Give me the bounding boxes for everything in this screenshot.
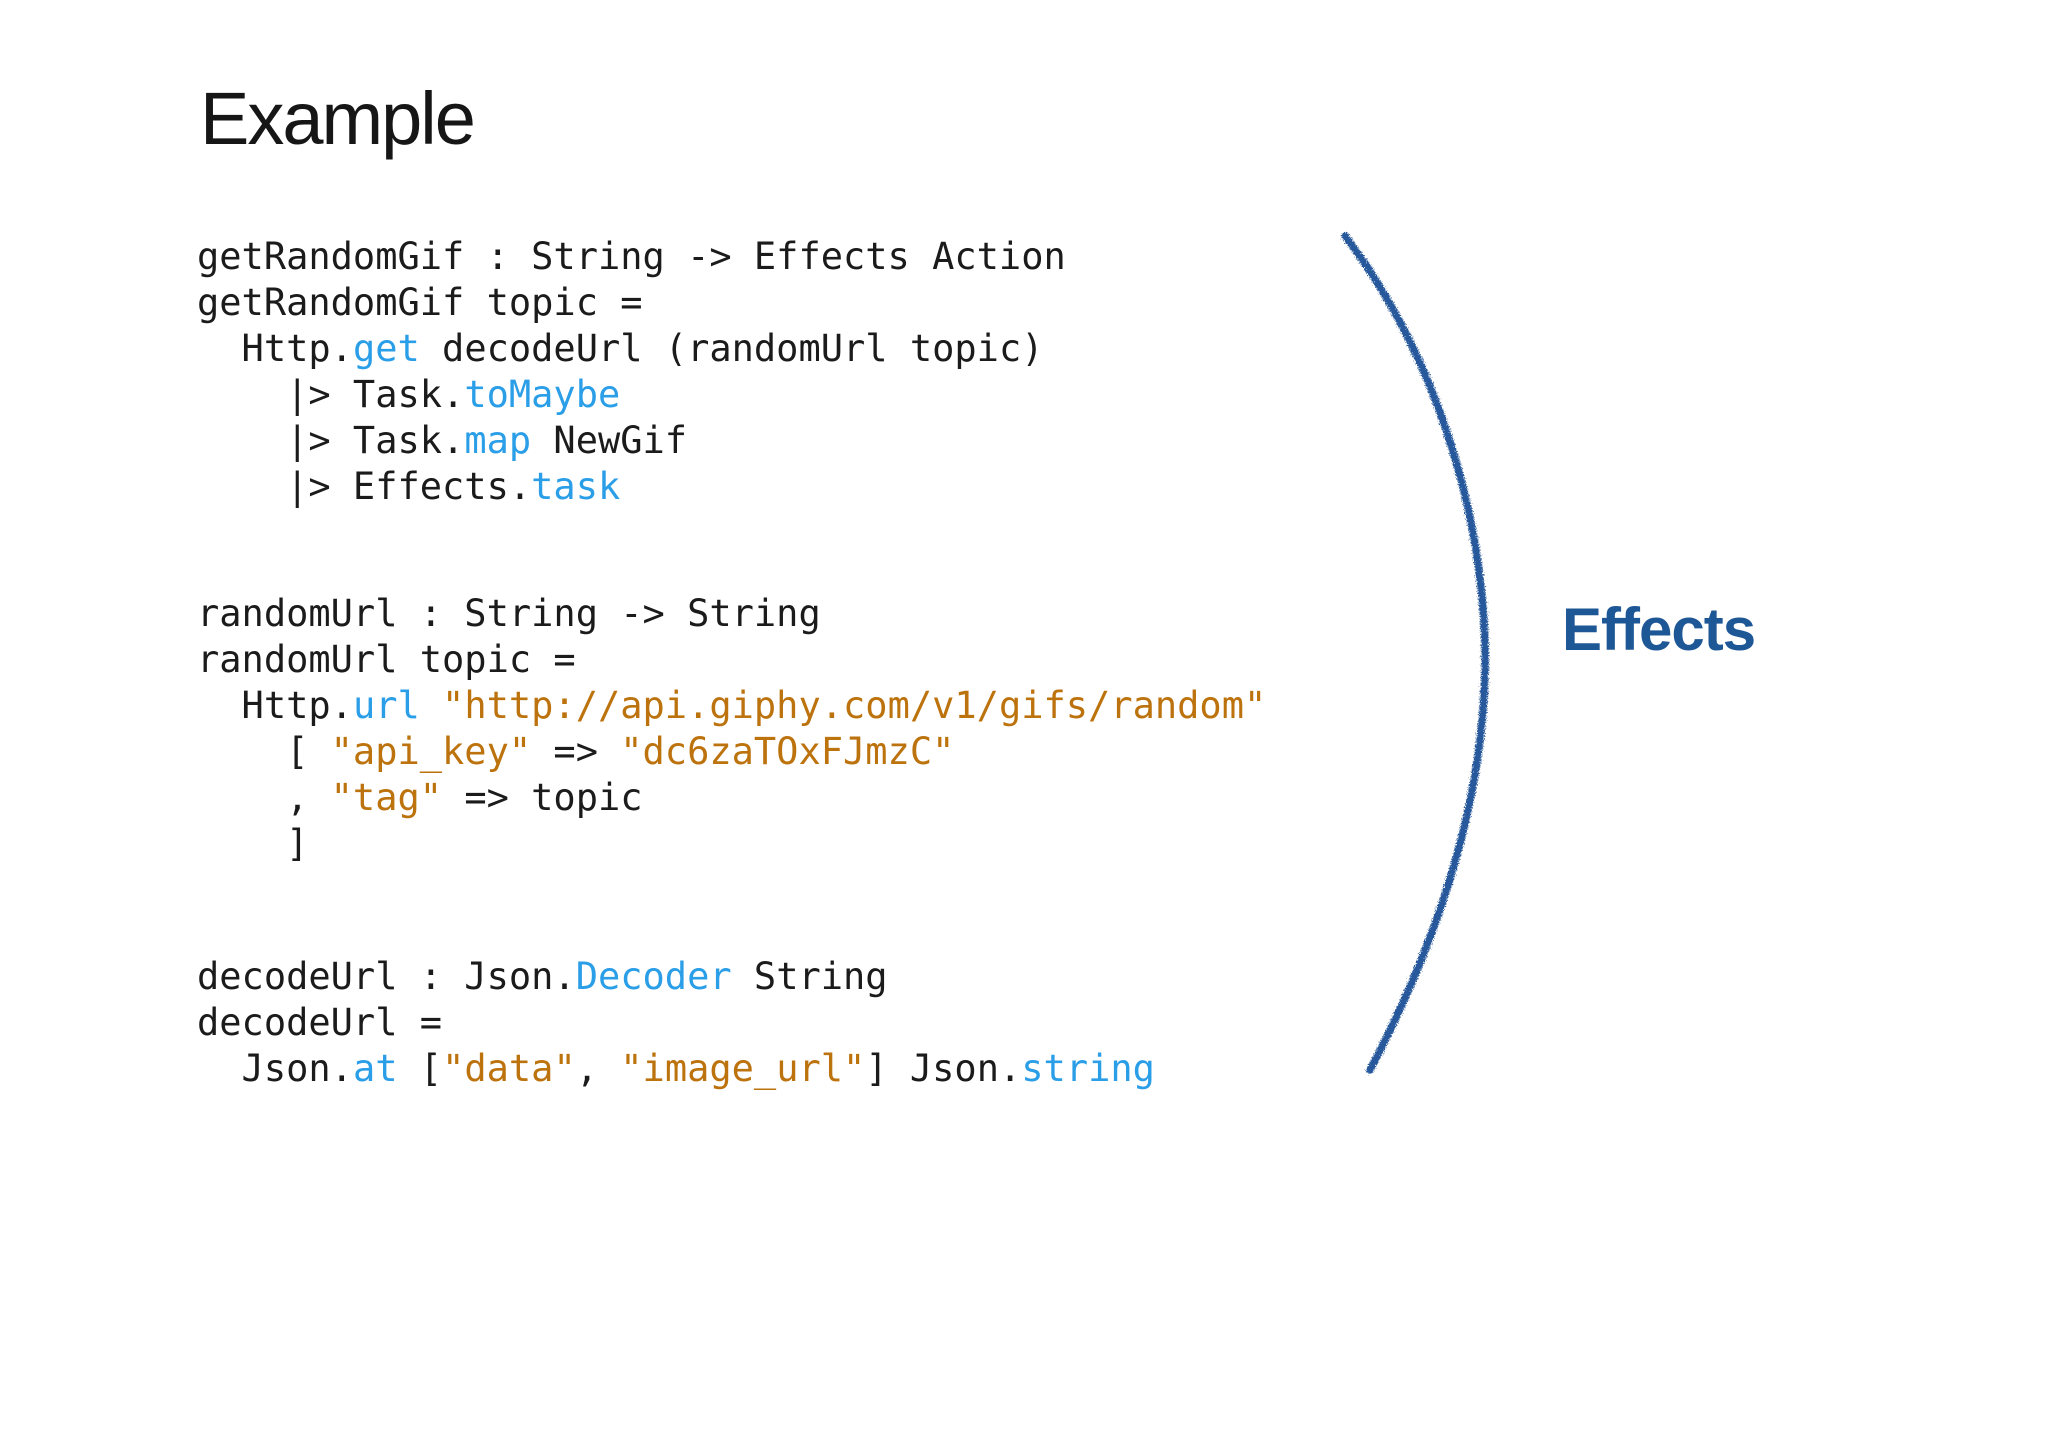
code-token-string: "http://api.giphy.com/v1/gifs/random" xyxy=(442,684,1267,727)
code-token-plain: , xyxy=(197,776,331,819)
code-token-plain: |> Task. xyxy=(197,373,465,416)
code-line: [ "api_key" => "dc6zaTOxFJmzC" xyxy=(197,729,1266,775)
code-line: Http.get decodeUrl (randomUrl topic) xyxy=(197,326,1066,372)
code-token-keyword: task xyxy=(531,465,621,508)
code-line: randomUrl topic = xyxy=(197,637,1266,683)
code-token-plain: decodeUrl = xyxy=(197,1001,443,1044)
code-token-keyword: get xyxy=(352,327,420,370)
code-token-plain: |> Task. xyxy=(197,419,465,462)
code-token-keyword: string xyxy=(1021,1047,1155,1090)
code-token-plain: Http. xyxy=(197,327,353,370)
code-token-plain: [ xyxy=(397,1047,443,1090)
code-line: |> Task.toMaybe xyxy=(197,372,1066,418)
code-token-keyword: toMaybe xyxy=(464,373,621,416)
code-token-plain: [ xyxy=(197,730,331,773)
code-line: getRandomGif : String -> Effects Action xyxy=(197,234,1066,280)
effects-label: Effects xyxy=(1562,596,1756,663)
code-token-plain: NewGif xyxy=(531,419,688,462)
code-token-plain: randomUrl : String -> String xyxy=(197,592,821,635)
code-token-plain: ] xyxy=(197,822,309,865)
code-token-plain: getRandomGif : String -> Effects Action xyxy=(197,235,1066,278)
code-line: getRandomGif topic = xyxy=(197,280,1066,326)
code-line: ] xyxy=(197,821,1266,867)
code-token-plain: decodeUrl (randomUrl topic) xyxy=(419,327,1044,370)
code-line: Http.url "http://api.giphy.com/v1/gifs/r… xyxy=(197,683,1267,729)
code-line: decodeUrl = xyxy=(197,1000,1155,1046)
code-token-string: "data" xyxy=(442,1047,576,1090)
code-token-plain: ] Json. xyxy=(865,1047,1022,1090)
code-line: , "tag" => topic xyxy=(197,775,1266,821)
code-token-string: "api_key" xyxy=(330,730,532,773)
code-line: |> Task.map NewGif xyxy=(197,418,1066,464)
code-token-plain: => xyxy=(531,730,621,773)
code-token-plain: |> Effects. xyxy=(197,465,532,508)
code-token-keyword: at xyxy=(352,1047,398,1090)
code-token-plain: => topic xyxy=(442,776,643,819)
code-token-plain: Json. xyxy=(197,1047,353,1090)
code-token-plain: Http. xyxy=(197,684,353,727)
code-token-keyword: Decoder xyxy=(575,955,732,998)
page-title: Example xyxy=(200,77,476,160)
code-line: decodeUrl : Json.Decoder String xyxy=(197,954,1155,1000)
code-token-plain: getRandomGif topic = xyxy=(197,281,643,324)
code-token-string: "image_url" xyxy=(620,1047,866,1090)
code-token-string: "tag" xyxy=(330,776,443,819)
code-token-keyword: url xyxy=(352,684,420,727)
code-token-plain: decodeUrl : Json. xyxy=(197,955,576,998)
code-token-plain: , xyxy=(575,1047,621,1090)
code-line: Json.at ["data", "image_url"] Json.strin… xyxy=(197,1046,1155,1092)
code-token-plain: String xyxy=(731,955,888,998)
code-line: randomUrl : String -> String xyxy=(197,591,1266,637)
code-token-keyword: map xyxy=(464,419,532,462)
code-line: |> Effects.task xyxy=(197,464,1066,510)
code-token-plain xyxy=(420,684,442,727)
code-token-plain: randomUrl topic = xyxy=(197,638,576,681)
code-token-string: "dc6zaTOxFJmzC" xyxy=(620,730,955,773)
